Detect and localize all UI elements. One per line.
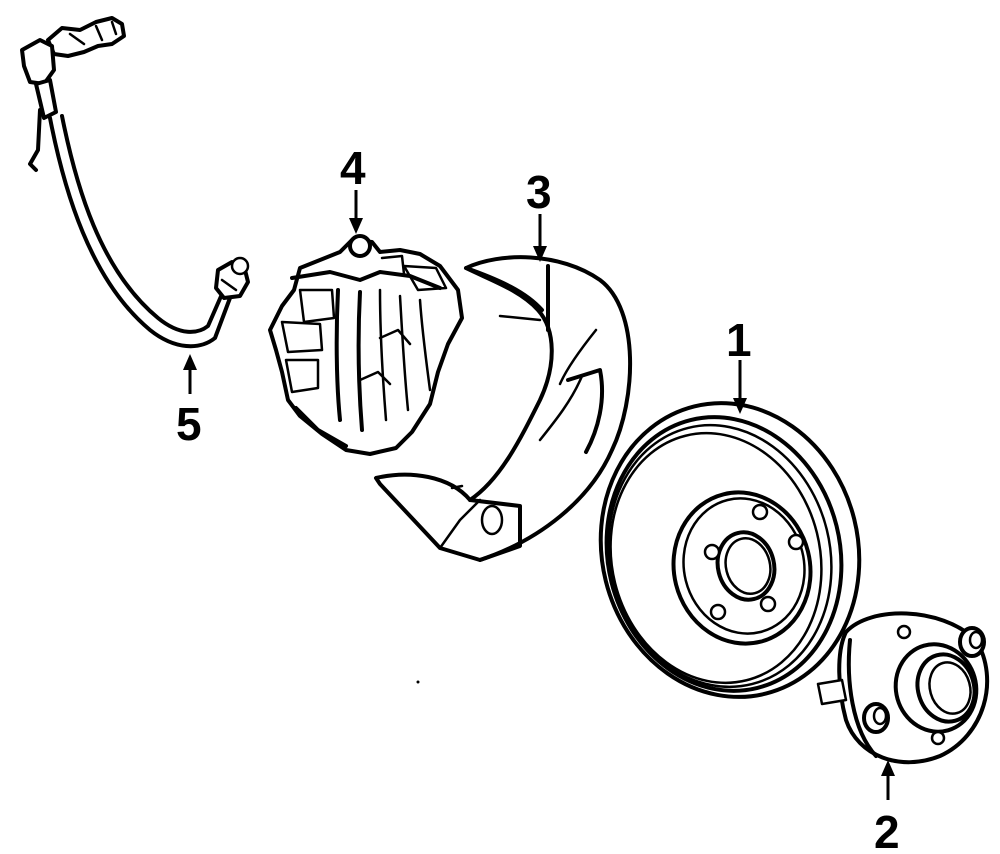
callout-1-label: 1 [726, 314, 752, 366]
callout-4: 4 [340, 142, 366, 234]
callout-5: 5 [176, 354, 202, 450]
callout-1: 1 [726, 314, 752, 414]
caliper [268, 234, 464, 456]
callout-3: 3 [526, 166, 552, 262]
callout-5-label: 5 [176, 398, 202, 450]
callout-2: 2 [874, 760, 900, 854]
splash-shield [374, 255, 632, 562]
callout-2-label: 2 [874, 806, 900, 854]
hub [816, 611, 990, 765]
brake-hose [20, 16, 250, 349]
speck [416, 680, 420, 684]
rotor [598, 401, 862, 699]
callout-4-label: 4 [340, 142, 366, 194]
callout-3-label: 3 [526, 166, 552, 218]
